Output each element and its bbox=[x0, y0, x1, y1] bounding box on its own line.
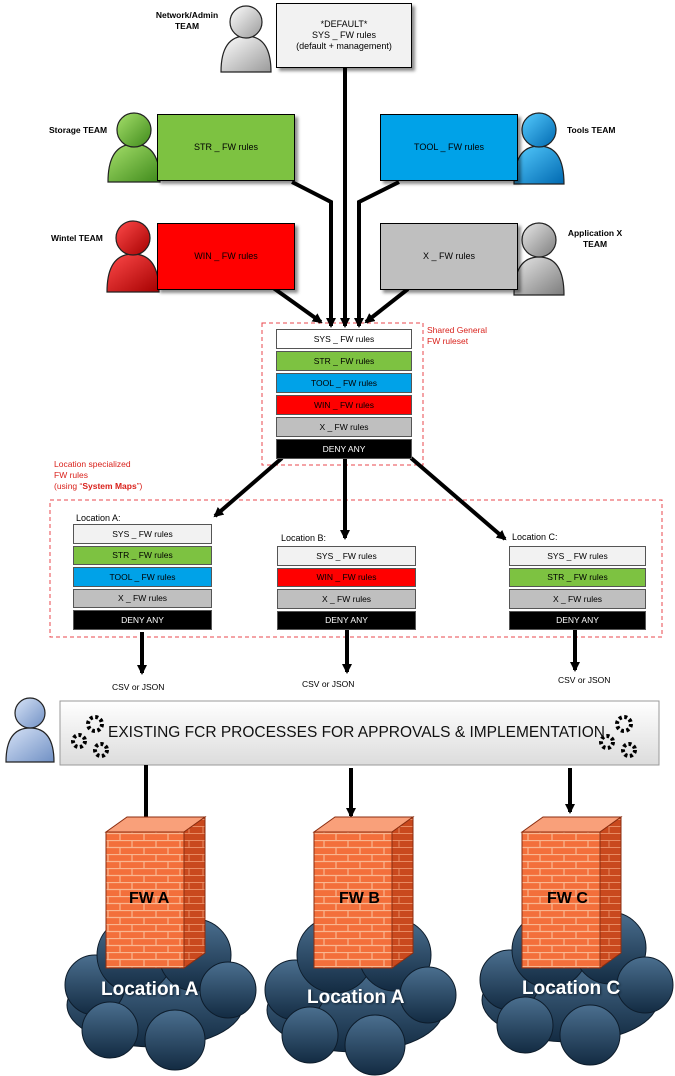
rule-row: TOOL _ FW rules bbox=[73, 567, 212, 587]
arrow-x bbox=[364, 287, 410, 324]
rule-row: WIN _ FW rules bbox=[277, 567, 416, 587]
rule-row: STR _ FW rules bbox=[509, 567, 646, 587]
process-bar bbox=[59, 700, 660, 766]
rule-row: X _ FW rules bbox=[276, 417, 412, 437]
arrow-win bbox=[270, 285, 323, 324]
tools-team-label: Tools TEAM bbox=[567, 125, 616, 135]
location-note-line1: Location specialized bbox=[54, 459, 131, 469]
firewall-c-icon bbox=[520, 816, 623, 969]
shared-ruleset-label: Shared General FW ruleset bbox=[427, 325, 488, 346]
location-note-line2: FW rules bbox=[54, 470, 88, 480]
cloud-c-label: Location C bbox=[522, 978, 621, 999]
appx-team-label: Application X TEAM bbox=[567, 228, 623, 249]
cloud-a-label: Location A bbox=[101, 979, 199, 1000]
rule-row: TOOL _ FW rules bbox=[276, 373, 412, 393]
arrow-str bbox=[291, 180, 336, 328]
wintel-team-label: Wintel TEAM bbox=[51, 233, 103, 243]
network-team-label: Network/Admin TEAM bbox=[155, 10, 219, 31]
location-note: Location specialized FW rules (using “Sy… bbox=[54, 459, 142, 492]
win-rules-box: WIN _ FW rules bbox=[157, 223, 295, 290]
tools-team-icon bbox=[513, 112, 565, 185]
network-team-icon bbox=[220, 5, 272, 73]
gears-left-icon bbox=[71, 715, 109, 758]
cloud-b-icon bbox=[264, 916, 457, 1076]
default-sys-line1: *DEFAULT* bbox=[320, 19, 368, 29]
location-note-post: ”) bbox=[136, 481, 143, 491]
x-rules-box: X _ FW rules bbox=[380, 223, 518, 290]
rule-row: X _ FW rules bbox=[277, 589, 416, 609]
arrow-to-loc-a bbox=[213, 456, 284, 518]
tool-rules-box: TOOL _ FW rules bbox=[380, 114, 518, 181]
location-note-pre: (using “ bbox=[54, 481, 83, 491]
rule-row: SYS _ FW rules bbox=[509, 546, 646, 566]
storage-team-label: Storage TEAM bbox=[49, 125, 108, 135]
rule-row: STR _ FW rules bbox=[276, 351, 412, 371]
location-b-title: Location B: bbox=[281, 533, 327, 543]
rule-row: SYS _ FW rules bbox=[276, 329, 412, 349]
location-note-line3: (using “System Maps”) bbox=[54, 481, 142, 492]
wintel-team-icon bbox=[106, 220, 160, 293]
output-b-label: CSV or JSON bbox=[302, 679, 355, 689]
rule-row: STR _ FW rules bbox=[73, 545, 212, 565]
default-sys-line2: SYS _ FW rules bbox=[311, 30, 376, 40]
output-c-label: CSV or JSON bbox=[558, 675, 611, 685]
default-sys-box: *DEFAULT* SYS _ FW rules (default + mana… bbox=[276, 3, 412, 68]
rule-row: SYS _ FW rules bbox=[73, 524, 212, 544]
rule-row: X _ FW rules bbox=[73, 588, 212, 608]
location-c-title: Location C: bbox=[512, 532, 558, 542]
rule-row: DENY ANY bbox=[509, 610, 646, 630]
arrow-to-loc-c bbox=[409, 456, 507, 541]
location-note-bold: System Maps bbox=[82, 481, 137, 491]
rule-row: DENY ANY bbox=[73, 610, 212, 630]
approver-icon bbox=[5, 697, 55, 763]
arrow-tool bbox=[354, 180, 400, 328]
rule-row: DENY ANY bbox=[276, 439, 412, 459]
storage-team-icon bbox=[107, 112, 161, 183]
default-sys-line3: (default + management) bbox=[296, 41, 392, 51]
firewall-b-label: FW B bbox=[339, 890, 380, 907]
str-rules-box: STR _ FW rules bbox=[157, 114, 295, 181]
location-region bbox=[49, 499, 663, 638]
output-a-label: CSV or JSON bbox=[112, 682, 165, 692]
gears-right-icon bbox=[599, 715, 637, 758]
rule-row: WIN _ FW rules bbox=[276, 395, 412, 415]
process-label: EXISTING FCR PROCESSES FOR APPROVALS & I… bbox=[108, 724, 605, 741]
cloud-b-label: Location A bbox=[307, 987, 405, 1008]
rule-row: DENY ANY bbox=[277, 610, 416, 630]
appx-team-icon bbox=[513, 222, 565, 296]
firewall-a-label: FW A bbox=[129, 890, 170, 907]
rule-row: SYS _ FW rules bbox=[277, 546, 416, 566]
firewall-a-icon bbox=[104, 816, 207, 969]
firewall-b-icon bbox=[312, 816, 415, 969]
location-a-title: Location A: bbox=[76, 513, 121, 523]
rule-row: X _ FW rules bbox=[509, 589, 646, 609]
firewall-c-label: FW C bbox=[547, 890, 588, 907]
